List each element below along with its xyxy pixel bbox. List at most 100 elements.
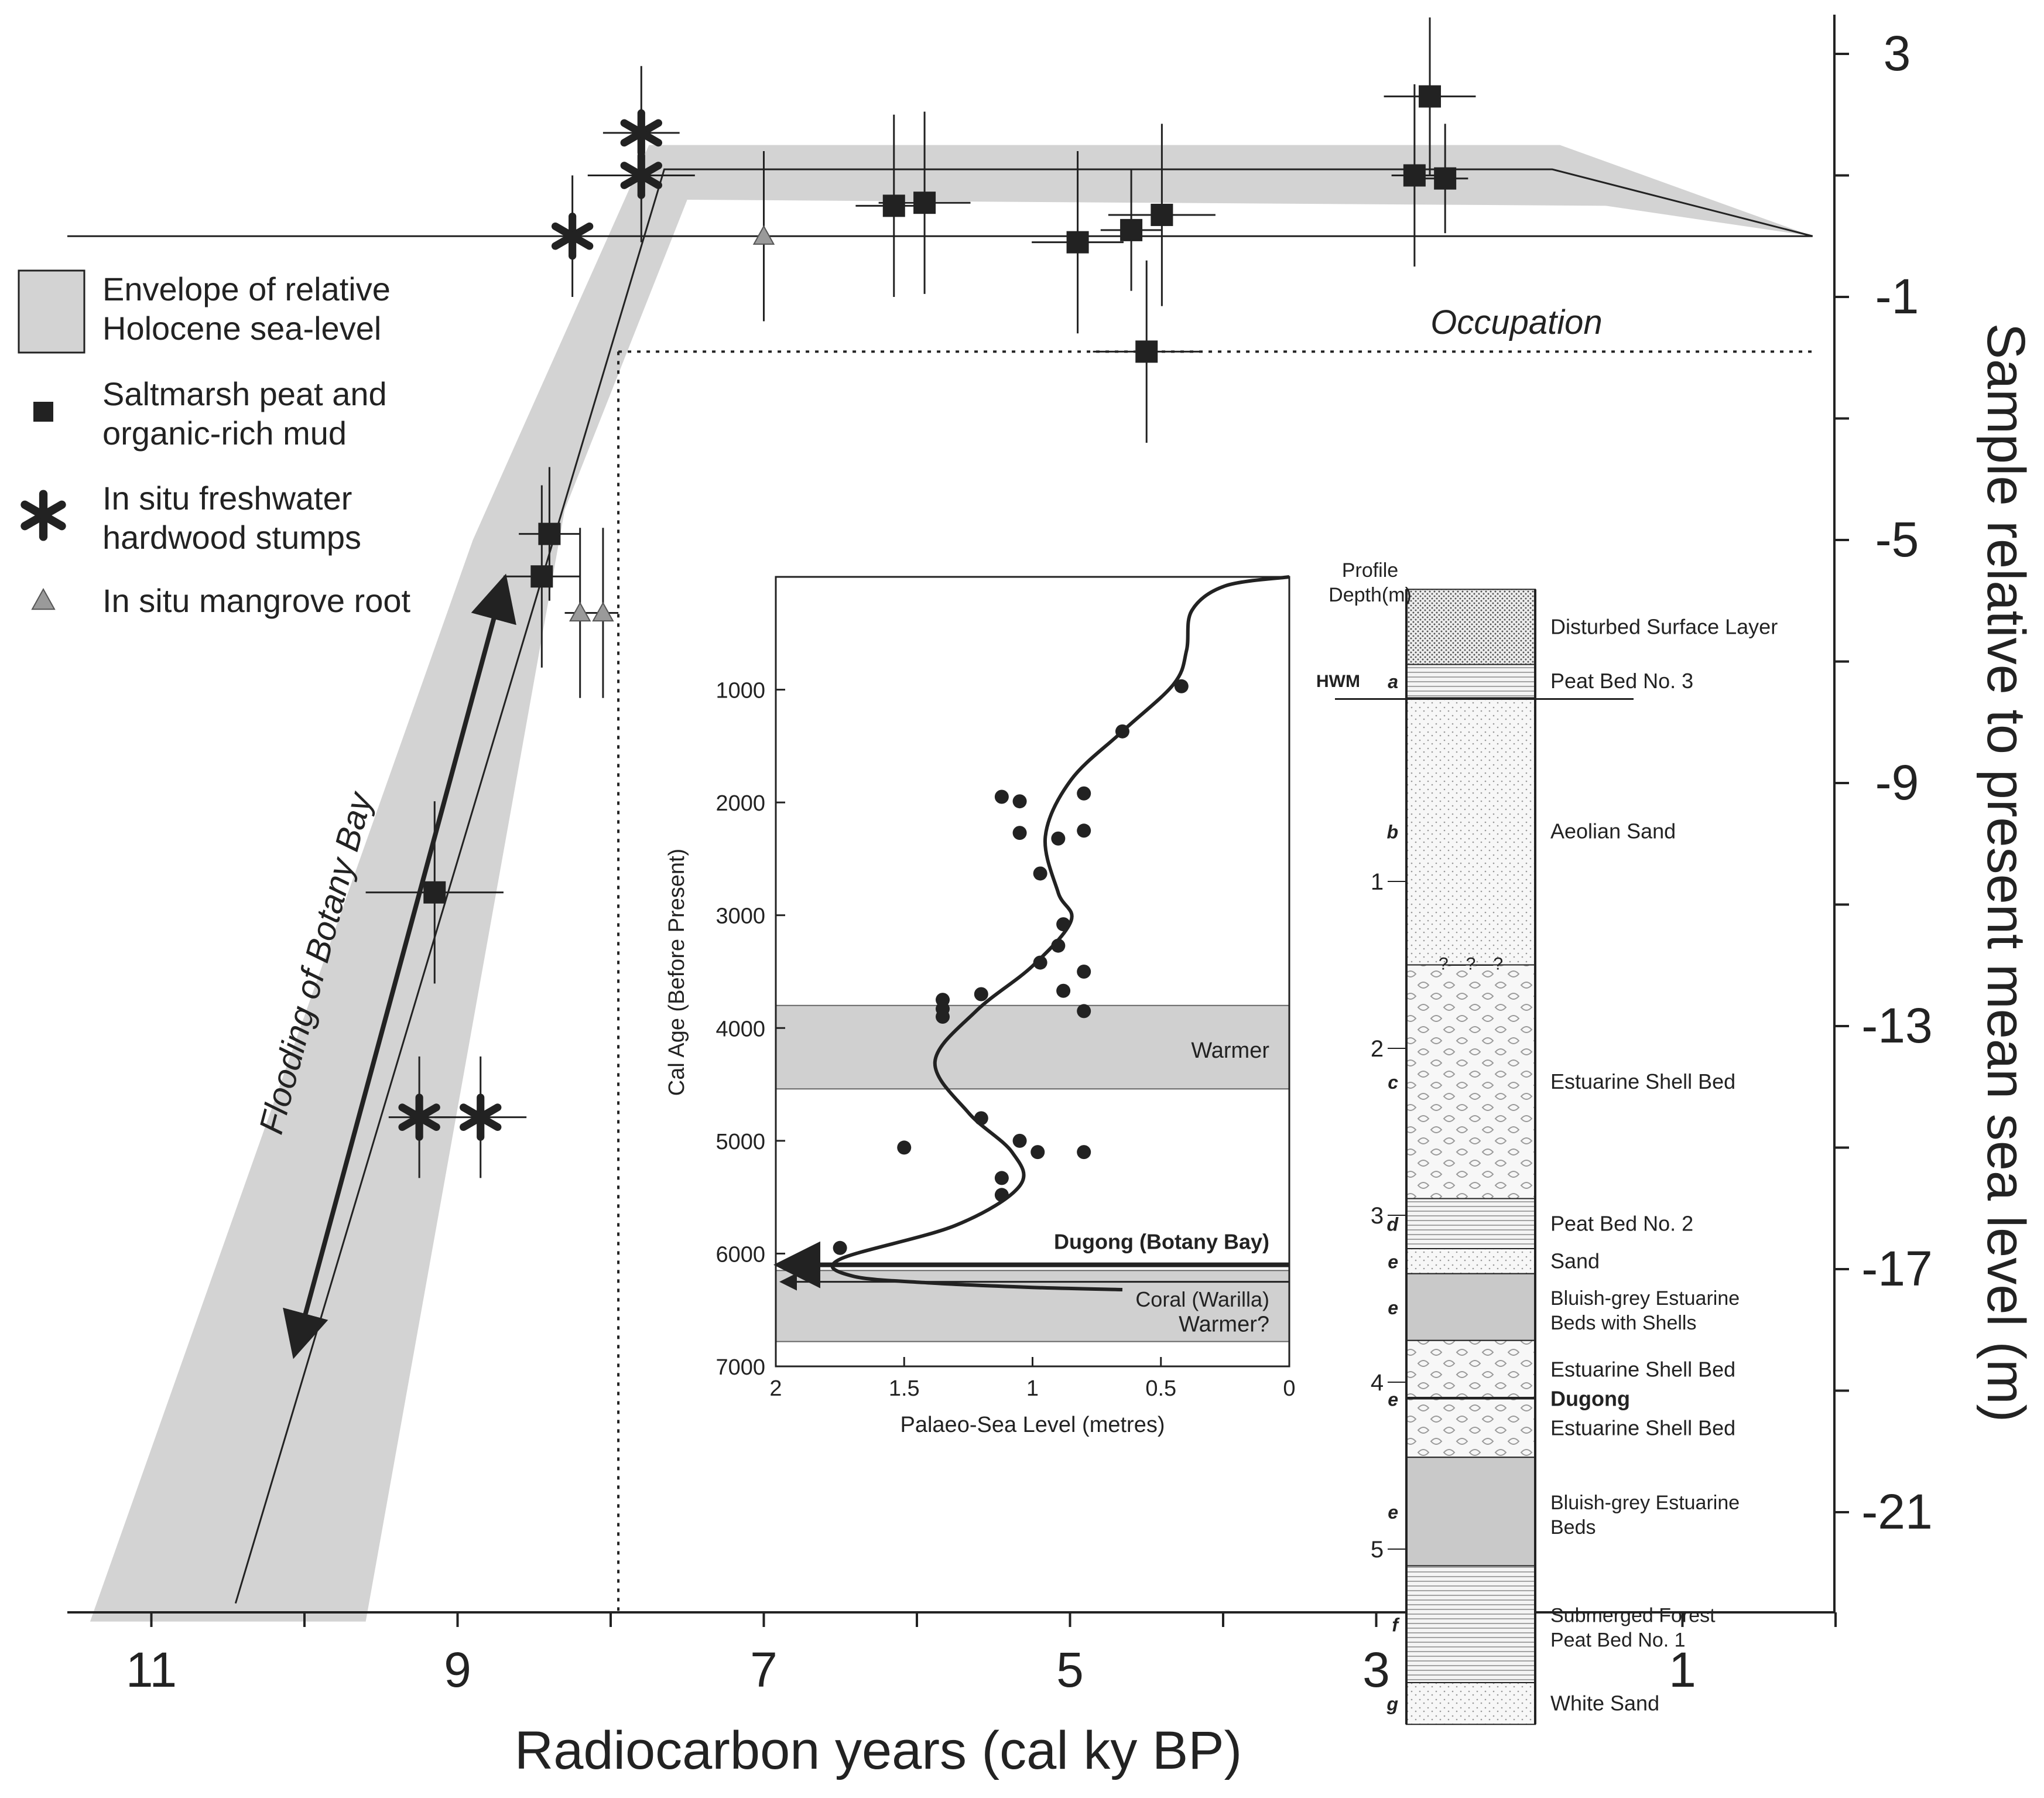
layer-label: Peat Bed No. 2 <box>1550 1211 1693 1235</box>
saltmarsh-point <box>878 111 971 294</box>
legend-label: In situ mangrove root <box>102 582 410 619</box>
asterisk-stroke <box>20 500 66 531</box>
saltmarsh-marker <box>1151 203 1173 226</box>
hwm-label: HWM <box>1316 672 1360 691</box>
layer-code: e <box>1388 1251 1398 1272</box>
stump-marker <box>620 152 662 199</box>
layer-label: Sand <box>1550 1249 1600 1273</box>
legend-label: Saltmarsh peat and <box>102 375 387 412</box>
layer-fill <box>1406 1682 1536 1725</box>
saltmarsh-point <box>1391 84 1438 267</box>
inset-point <box>936 1010 950 1024</box>
stump-marker <box>551 213 594 260</box>
mangrove-marker <box>569 601 591 622</box>
inset-point <box>974 987 988 1001</box>
saltmarsh-marker <box>530 565 553 588</box>
mangrove-marker <box>592 601 614 622</box>
layer: Estuarine Shell Bed <box>1406 1398 1735 1458</box>
saltmarsh-point <box>1422 124 1468 234</box>
asterisk-stroke <box>620 162 662 189</box>
uncertain-marks: ?—?—? <box>1439 955 1503 974</box>
layer-label: Peat Bed No. 3 <box>1550 669 1693 693</box>
layer-fill <box>1406 1248 1536 1274</box>
inset-point <box>833 1240 847 1255</box>
inset-x-tick-label: 2 <box>769 1376 782 1401</box>
y-tick-label: -17 <box>1861 1241 1932 1296</box>
saltmarsh-point <box>365 801 504 984</box>
mangrove-marker <box>752 225 775 245</box>
asterisk-stroke <box>551 222 594 250</box>
layer-label: Estuarine Shell Bed <box>1550 1416 1735 1440</box>
saltmarsh-point <box>1384 17 1476 176</box>
inset-y-tick-label: 3000 <box>715 904 765 929</box>
layer-label: Estuarine Shell Bed <box>1550 1358 1735 1382</box>
layer-label: Aeolian Sand <box>1550 819 1676 843</box>
depth-tick-label: 3 <box>1371 1203 1384 1229</box>
saltmarsh-marker <box>1066 231 1089 254</box>
layer-label: Bluish-grey Estuarine <box>1550 1287 1740 1310</box>
legend-envelope-swatch <box>18 269 85 354</box>
inset-point <box>1056 983 1071 998</box>
layer-label: White Sand <box>1550 1691 1659 1715</box>
inset-point <box>994 1171 1009 1185</box>
stumps-point <box>388 1056 450 1178</box>
y-tick-label: -1 <box>1875 269 1919 324</box>
inset-point <box>1174 679 1189 693</box>
y-tick-label: -5 <box>1875 512 1919 567</box>
layer-label: Bluish-grey Estuarine <box>1550 1492 1740 1514</box>
x-tick-label: 5 <box>1056 1642 1084 1697</box>
layer: White Sand g <box>1386 1682 1659 1725</box>
mangrove-marker <box>31 587 56 610</box>
inset-x-tick-label: 1 <box>1026 1376 1039 1401</box>
layer-label: Disturbed Surface Layer <box>1550 614 1778 638</box>
inset-y-tick-label: 4000 <box>715 1017 765 1041</box>
mangrove-point <box>587 528 619 698</box>
inset-point <box>1012 826 1027 840</box>
asterisk-stroke <box>460 1103 502 1132</box>
inset-point <box>1012 1133 1027 1148</box>
depth-tick-label: 5 <box>1371 1537 1384 1563</box>
stump-marker <box>398 1093 440 1141</box>
inset-point <box>994 789 1009 804</box>
layer: Sand e <box>1388 1248 1600 1274</box>
saltmarsh-marker <box>1120 218 1143 241</box>
inset-point <box>1077 786 1091 801</box>
inset-point <box>1012 794 1027 809</box>
profile-title-line2: Depth(m) <box>1329 584 1412 606</box>
legend-label: Envelope of relative <box>102 271 391 307</box>
layer-label-line2: Peat Bed No. 1 <box>1550 1629 1686 1651</box>
layer-code: g <box>1386 1694 1398 1715</box>
saltmarsh-point <box>1032 151 1124 334</box>
inset-y-axis-label: Cal Age (Before Present) <box>665 849 689 1096</box>
layer-label: Dugong <box>1550 1387 1630 1411</box>
layer-fill <box>1406 964 1536 1199</box>
profile-title-line1: Profile <box>1342 559 1398 582</box>
layer-fill <box>1406 1457 1536 1567</box>
stumps-point <box>551 175 594 297</box>
stumps-point <box>587 108 695 242</box>
inset-point <box>1077 965 1091 979</box>
coral-arrow-label: Coral (Warilla) <box>1135 1287 1269 1311</box>
saltmarsh-marker <box>1403 164 1426 187</box>
inset-x-tick-label: 1.5 <box>889 1376 920 1401</box>
inset-point <box>1115 724 1129 739</box>
inset-y-tick-label: 6000 <box>715 1242 765 1267</box>
inset-x-tick-label: 0.5 <box>1145 1376 1176 1401</box>
stump-marker <box>20 490 66 541</box>
layer-fill <box>1406 664 1536 699</box>
inset-band <box>775 1004 1290 1090</box>
inset-band-label: Warmer? <box>1179 1312 1269 1337</box>
y-tick-label: -9 <box>1875 755 1919 810</box>
inset-x-axis-label: Palaeo-Sea Level (metres) <box>901 1413 1165 1437</box>
layer-fill <box>1406 1273 1536 1341</box>
layer: Disturbed Surface Layer <box>1406 589 1778 665</box>
depth-tick-label: 4 <box>1371 1370 1384 1396</box>
depth-tick-label: 1 <box>1371 869 1384 895</box>
